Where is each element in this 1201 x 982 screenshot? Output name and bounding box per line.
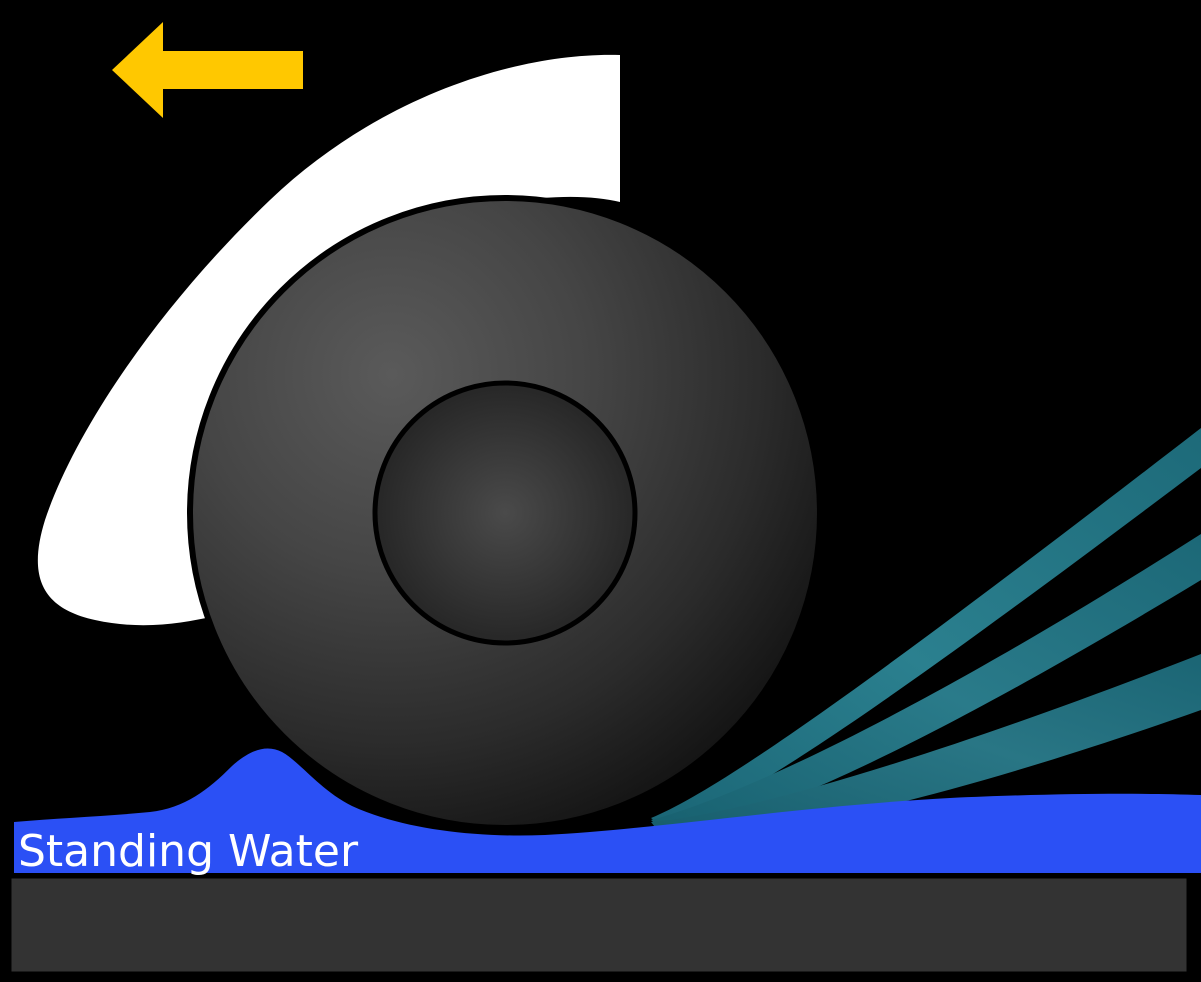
spray-streak-lower	[651, 654, 1201, 838]
road-surface	[8, 875, 1190, 975]
spray-streak-middle	[651, 534, 1201, 833]
standing-water-label: Standing Water	[18, 826, 359, 877]
direction-of-travel-arrow	[112, 22, 303, 118]
standing-water-layer	[14, 748, 1201, 873]
tire-hub	[372, 380, 638, 646]
